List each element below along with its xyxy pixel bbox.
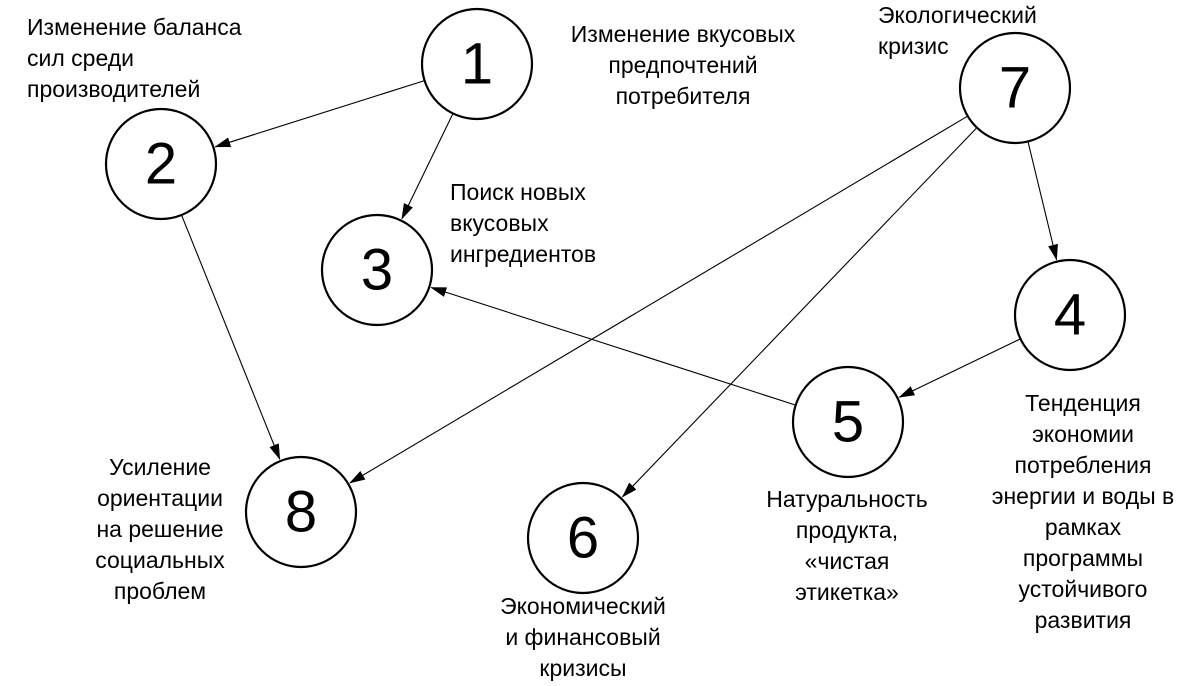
node-1-label: Изменение вкусовых предпочтений потребит… xyxy=(570,21,796,109)
node-3-number: 3 xyxy=(361,238,393,303)
node-5: 5 xyxy=(791,365,905,479)
node-7: 7 xyxy=(958,31,1072,145)
node-4-label: Тенденция экономии потребления энергии и… xyxy=(991,390,1175,633)
edge-4-to-5 xyxy=(898,338,1021,398)
node-4: 4 xyxy=(1013,258,1127,372)
node-5-label: Натуральность продукта, «чистая этикетка… xyxy=(766,486,928,605)
edge-2-to-8 xyxy=(181,214,281,461)
edges-layer xyxy=(181,80,1058,498)
node-3-label: Поиск новых вкусовых ингредиентов xyxy=(450,179,597,267)
node-6: 6 xyxy=(526,481,640,595)
edge-1-to-3 xyxy=(401,113,454,220)
node-4-number: 4 xyxy=(1054,283,1086,348)
node-5-number: 5 xyxy=(832,390,864,455)
node-8-circle xyxy=(244,455,358,569)
node-1-circle xyxy=(420,7,534,121)
node-2: 2 xyxy=(104,107,218,221)
nodes-layer: 1 2 3 4 5 6 7 8 xyxy=(104,7,1127,595)
node-2-number: 2 xyxy=(145,132,177,197)
node-7-label: Экологический кризис xyxy=(878,2,1037,59)
edge-7-to-8 xyxy=(349,115,968,484)
node-1: 1 xyxy=(420,7,534,121)
edge-1-to-2 xyxy=(214,80,425,148)
node-4-circle xyxy=(1013,258,1127,372)
node-8: 8 xyxy=(244,455,358,569)
edge-7-to-6 xyxy=(621,127,978,498)
node-6-circle xyxy=(526,481,640,595)
node-3: 3 xyxy=(320,213,434,327)
edge-5-to-3 xyxy=(430,286,796,406)
node-7-number: 7 xyxy=(999,56,1031,121)
node-8-label: Усиление ориентации на решение социальны… xyxy=(95,454,225,604)
node-2-circle xyxy=(104,107,218,221)
node-6-number: 6 xyxy=(567,506,599,571)
node-7-circle xyxy=(958,31,1072,145)
node-1-number: 1 xyxy=(461,32,493,97)
node-3-circle xyxy=(320,213,434,327)
node-2-label: Изменение баланса сил среди производител… xyxy=(27,14,242,102)
node-8-number: 8 xyxy=(285,480,317,545)
node-5-circle xyxy=(791,365,905,479)
edge-7-to-4 xyxy=(1027,141,1058,261)
node-6-label: Экономический и финансовый кризисы xyxy=(500,593,666,681)
